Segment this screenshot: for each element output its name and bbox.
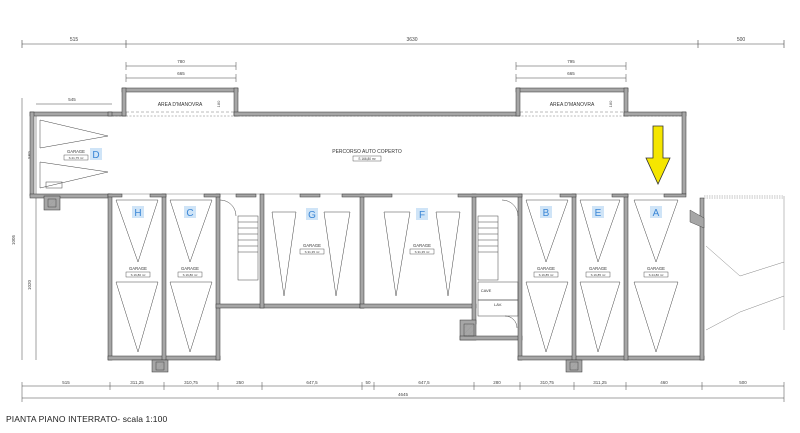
- maneuver-left-dim-2: 665: [177, 71, 185, 76]
- total-width-dim: 4645: [398, 392, 409, 397]
- bottom-dim-7: 647,5: [418, 380, 430, 385]
- garage-B-area: S 16,85 m²: [539, 273, 554, 277]
- garage-D-letter: D: [92, 150, 99, 161]
- garage-A: A GARAGE S 24,80 m²: [633, 199, 679, 353]
- maneuver-right-dim-1: 795: [567, 59, 575, 64]
- garage-G-letter: G: [308, 210, 316, 221]
- ramp: [689, 195, 785, 331]
- garage-A-label: GARAGE: [647, 266, 665, 271]
- bottom-dim-3: 310,75: [184, 380, 198, 385]
- cave-label: CAVE: [481, 288, 492, 293]
- garage-H-letter: H: [134, 208, 141, 219]
- garage-D-label: GARAGE: [67, 149, 85, 154]
- bottom-dimension-lines: [21, 382, 785, 402]
- corridor-label: PERCORSO AUTO COPERTO: [332, 149, 402, 155]
- drawing-caption: PIANTA PIANO INTERRATO- scala 1:100: [6, 414, 168, 424]
- lav-label: LAV.: [494, 302, 502, 307]
- maneuver-area-left-side: 180: [216, 100, 221, 107]
- garage-C-area: S 16,80 m²: [183, 273, 198, 277]
- garage-G: G GARAGE S 31,35 m²: [271, 208, 351, 297]
- top-dimension-line: [21, 40, 785, 48]
- left-dim-2: 569: [27, 151, 32, 159]
- maneuver-area-left-label: AREA D'MANOVRA: [158, 102, 203, 108]
- garage-C: C GARAGE S 16,80 m²: [169, 199, 213, 353]
- garage-B-label: GARAGE: [537, 266, 555, 271]
- garage-E: E GARAGE S 16,85 m²: [579, 199, 621, 353]
- garage-F-letter: F: [419, 210, 425, 221]
- garage-H: H GARAGE S 16,80 m²: [115, 199, 159, 353]
- top-dim-3: 500: [737, 37, 746, 43]
- left-dim-1: 1005: [11, 234, 16, 245]
- garage-B-letter: B: [543, 208, 550, 219]
- maneuver-area-right-side: 180: [608, 100, 613, 107]
- garage-H-label: GARAGE: [129, 266, 147, 271]
- garage-G-label: GARAGE: [303, 243, 321, 248]
- bottom-dim-8: 280: [493, 380, 501, 385]
- maneuver-right-dim-2: 665: [567, 71, 575, 76]
- garage-F-label: GARAGE: [413, 243, 431, 248]
- garage-G-area: S 31,35 m²: [305, 250, 320, 254]
- maneuver-area-right-label: AREA D'MANOVRA: [550, 102, 595, 108]
- bottom-dim-10: 311,25: [593, 380, 607, 385]
- corridor-area: S 166,80 m²: [358, 157, 375, 161]
- garage-H-area: S 16,80 m²: [131, 273, 146, 277]
- top-dim-1: 515: [70, 37, 79, 43]
- garage-B: B GARAGE S 16,85 m²: [525, 199, 569, 353]
- outer-walls: [29, 87, 705, 361]
- bottom-dim-1: 515: [62, 380, 70, 385]
- bottom-dim-5: 647,5: [306, 380, 318, 385]
- arrow-indicator: [645, 125, 671, 185]
- garage-C-label: GARAGE: [181, 266, 199, 271]
- top-dim-2: 3630: [406, 37, 417, 43]
- left-dimension-line: [21, 98, 112, 360]
- bottom-dim-2: 311,25: [130, 380, 144, 385]
- maneuver-dims-left: [125, 62, 627, 82]
- maneuver-left-dim-1: 780: [177, 59, 185, 64]
- garage-E-letter: E: [595, 208, 602, 219]
- left-dim-top: 545: [68, 97, 76, 102]
- bottom-dim-6: 50: [365, 380, 371, 385]
- garage-C-letter: C: [186, 208, 193, 219]
- bottom-dim-11: 460: [660, 380, 668, 385]
- stairs-right: [477, 199, 519, 329]
- garage-D-area: S 21,75 m²: [69, 156, 84, 160]
- garage-F: F GARAGE S 31,35 m²: [383, 208, 461, 297]
- garage-E-label: GARAGE: [589, 266, 607, 271]
- bottom-dim-9: 310,75: [540, 380, 554, 385]
- corridor-lines: [112, 111, 682, 195]
- garage-A-area: S 24,80 m²: [649, 273, 664, 277]
- garage-A-letter: A: [653, 208, 660, 219]
- stairs-left: [219, 199, 259, 281]
- garage-F-area: S 31,35 m²: [415, 250, 430, 254]
- left-dim-3: 1020: [27, 279, 32, 290]
- bottom-dim-4: 250: [236, 380, 244, 385]
- garage-D: GARAGE S 21,75 m² D: [39, 119, 109, 211]
- bottom-dim-12: 500: [739, 380, 747, 385]
- garage-E-area: S 16,85 m²: [591, 273, 606, 277]
